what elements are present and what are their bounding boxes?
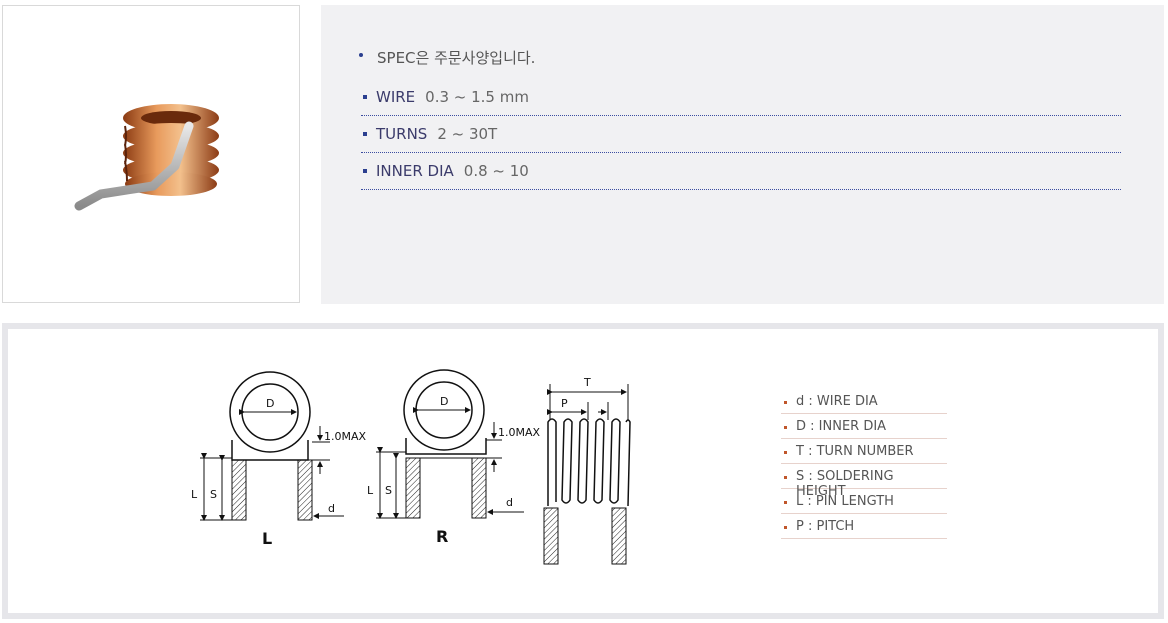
coil-side-view-drawing: T P [543, 376, 631, 565]
legend-item: D : INNER DIA [781, 415, 947, 439]
legend-item: L : PIN LENGTH [781, 490, 947, 514]
label-t: T [583, 376, 591, 389]
legend-item: T : TURN NUMBER [781, 440, 947, 464]
bullet-square-icon [363, 95, 367, 99]
product-photo-frame [2, 5, 300, 303]
spec-row-value: 2 ~ 30T [437, 125, 498, 143]
legend-bullet-icon [784, 401, 787, 404]
spec-note-text: SPEC은 주문사양입니다. [377, 49, 536, 67]
legend-item: d : WIRE DIA [781, 390, 947, 414]
air-coil-image [74, 104, 219, 211]
coil-type-r-label: R [436, 527, 448, 546]
label-d-lower: d [328, 502, 335, 515]
coil-type-l-label: L [262, 529, 272, 548]
spec-note: SPEC은 주문사양입니다. [359, 47, 536, 68]
legend-bullet-icon [784, 501, 787, 504]
label-p: P [561, 397, 568, 410]
label-l: L [367, 484, 374, 497]
label-d-lower: d [506, 496, 513, 509]
legend-bullet-icon [784, 476, 787, 479]
spec-row-value: 0.8 ~ 10 [463, 162, 529, 180]
bullet-square-icon [363, 132, 367, 136]
coil-type-l-drawing: D 1.0MAX L S d L [191, 371, 367, 548]
bullet-dot-icon [359, 53, 363, 57]
legend-bullet-icon [784, 526, 787, 529]
label-s: S [210, 488, 217, 501]
label-d-upper: D [440, 395, 448, 408]
label-s: S [385, 484, 392, 497]
label-l: L [191, 488, 198, 501]
spec-row-value: 0.3 ~ 1.5 mm [425, 88, 529, 106]
label-max: 1.0MAX [324, 430, 367, 443]
symbol-legend: d : WIRE DIA D : INNER DIA T : TURN NUMB… [781, 390, 947, 540]
label-d-upper: D [266, 397, 274, 410]
legend-item: P : PITCH [781, 515, 947, 539]
legend-item: S : SOLDERING HEIGHT [781, 465, 947, 499]
legend-bullet-icon [784, 426, 787, 429]
coil-type-r-drawing: D 1.0MAX L S d R [367, 369, 541, 546]
label-max: 1.0MAX [498, 426, 541, 439]
dimension-drawing: D 1.0MAX L S d L D 1.0MAX [191, 369, 631, 565]
bullet-square-icon [363, 169, 367, 173]
legend-bullet-icon [784, 451, 787, 454]
